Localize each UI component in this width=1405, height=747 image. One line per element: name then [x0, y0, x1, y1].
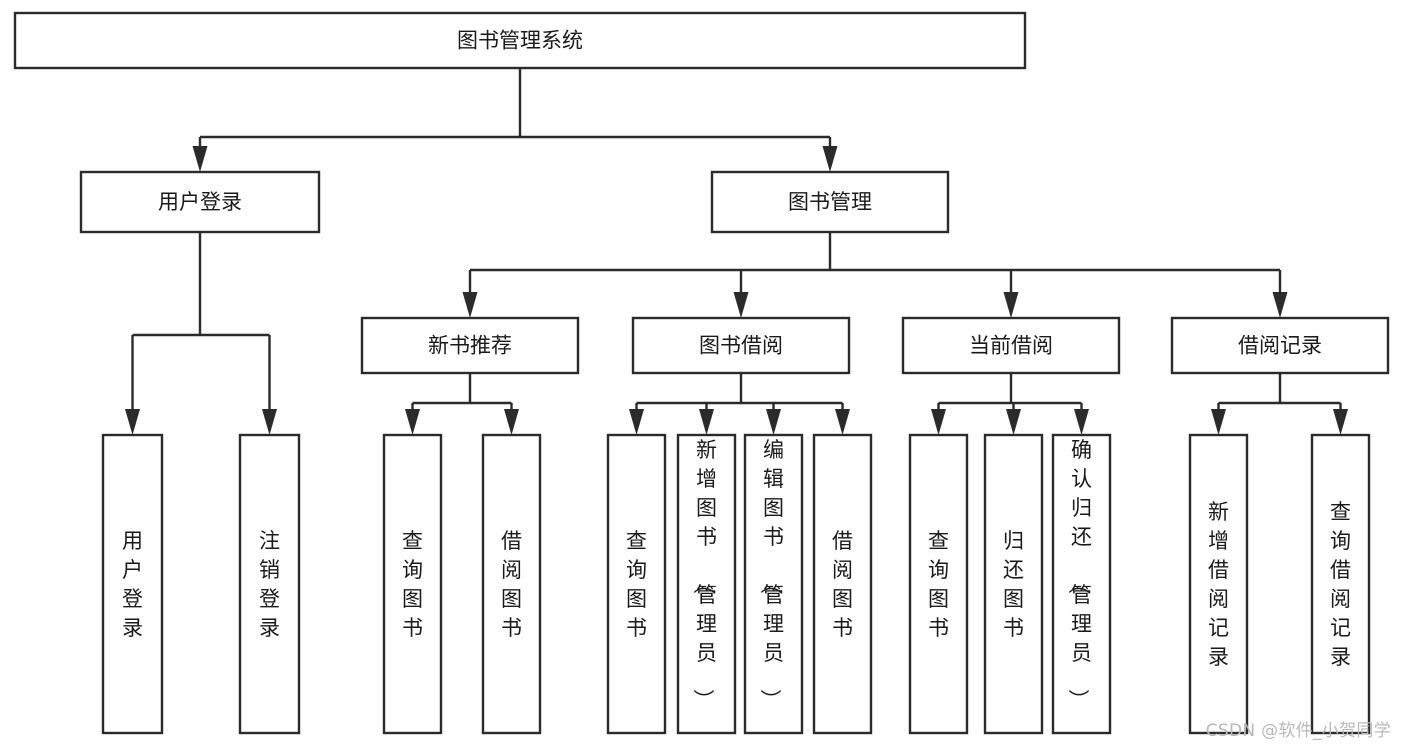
node-layer: 图书管理系统用户登录图书管理新书推荐图书借阅当前借阅借阅记录用户登录注销登录查询…	[13, 11, 1390, 735]
node-box	[901, 316, 1121, 375]
node-leaf-query-book-rec[interactable]: 查询图书	[382, 433, 443, 735]
node-label: 注销登录	[259, 529, 280, 640]
arrow-head-icon	[835, 409, 850, 435]
node-l2-user-login[interactable]: 用户登录	[79, 170, 321, 234]
node-root[interactable]: 图书管理系统	[13, 11, 1027, 70]
node-label: 图书管理	[788, 190, 872, 214]
connector-group-l3_new_book_rec	[405, 373, 519, 435]
node-label: 查询图书	[928, 529, 949, 640]
node-box	[382, 433, 443, 735]
node-label: 借阅记录	[1238, 334, 1322, 358]
node-box	[983, 433, 1044, 735]
arrow-head-icon	[733, 292, 749, 318]
node-label: 新增图书（管理员）	[691, 438, 717, 710]
node-leaf-query-book-cur[interactable]: 查询图书	[908, 433, 969, 735]
arrow-head-icon	[629, 409, 644, 435]
arrow-head-icon	[822, 146, 838, 172]
arrow-head-icon	[405, 409, 420, 435]
node-box	[710, 170, 950, 234]
node-box	[481, 433, 542, 735]
connector-group-l3_book_borrow	[629, 373, 850, 435]
node-label: 新增借阅记录	[1208, 500, 1229, 669]
node-box	[908, 433, 969, 735]
node-leaf-query-record[interactable]: 查询借阅记录	[1310, 433, 1371, 735]
node-label: 确认归还（管理员）	[1066, 438, 1092, 710]
node-l3-new-book-rec[interactable]: 新书推荐	[360, 316, 580, 375]
arrow-head-icon	[1272, 292, 1288, 318]
node-leaf-borrow-book[interactable]: 借阅图书	[812, 433, 873, 735]
node-leaf-add-book[interactable]: 新增图书（管理员）	[676, 433, 737, 735]
connector-group-root	[192, 68, 838, 172]
node-label: 编辑图书（管理员）	[758, 438, 784, 710]
arrow-head-icon	[462, 292, 478, 318]
node-box	[360, 316, 580, 375]
node-box	[743, 433, 804, 735]
node-leaf-borrow-book-rec[interactable]: 借阅图书	[481, 433, 542, 735]
arrow-head-icon	[1006, 409, 1021, 435]
node-label: 用户登录	[158, 190, 242, 214]
node-leaf-edit-book[interactable]: 编辑图书（管理员）	[743, 433, 804, 735]
node-leaf-user-login[interactable]: 用户登录	[101, 433, 164, 735]
node-box	[676, 433, 737, 735]
node-box	[606, 433, 667, 735]
node-l3-borrow-record[interactable]: 借阅记录	[1170, 316, 1390, 375]
arrow-head-icon	[766, 409, 781, 435]
node-l3-current-borrow[interactable]: 当前借阅	[901, 316, 1121, 375]
arrow-head-icon	[699, 409, 714, 435]
node-label: 当前借阅	[969, 334, 1053, 358]
node-box	[79, 170, 321, 234]
node-label: 查询图书	[626, 529, 647, 640]
node-leaf-confirm-return[interactable]: 确认归还（管理员）	[1051, 433, 1112, 735]
arrow-head-icon	[1211, 409, 1226, 435]
csdn-watermark: CSDN @软件_小贺同学	[1205, 721, 1391, 741]
node-box	[1051, 433, 1112, 735]
node-box	[1310, 433, 1371, 735]
node-box	[101, 433, 164, 735]
node-leaf-return-book[interactable]: 归还图书	[983, 433, 1044, 735]
arrow-head-icon	[192, 146, 208, 172]
arrow-head-icon	[1074, 409, 1089, 435]
node-leaf-logout-login[interactable]: 注销登录	[238, 433, 301, 735]
arrow-head-icon	[125, 409, 140, 435]
connector-group-l3_borrow_record	[1211, 373, 1348, 435]
connector-group-l3_current_borrow	[931, 373, 1089, 435]
node-leaf-add-record[interactable]: 新增借阅记录	[1188, 433, 1249, 735]
node-label: 用户登录	[122, 529, 143, 640]
node-label: 查询借阅记录	[1330, 500, 1351, 669]
node-box	[1188, 433, 1249, 735]
arrow-head-icon	[504, 409, 519, 435]
node-label: 图书管理系统	[457, 29, 583, 53]
node-label: 查询图书	[402, 529, 423, 640]
arrow-head-icon	[931, 409, 946, 435]
node-box	[13, 11, 1027, 70]
connector-group-l2_user_login	[125, 232, 277, 435]
arrow-head-icon	[1003, 292, 1019, 318]
node-box	[238, 433, 301, 735]
node-box	[631, 316, 851, 375]
node-label: 归还图书	[1003, 529, 1024, 640]
node-box	[1170, 316, 1390, 375]
node-l3-book-borrow[interactable]: 图书借阅	[631, 316, 851, 375]
node-label: 新书推荐	[428, 334, 512, 358]
edge-layer	[125, 68, 1348, 435]
node-l2-book-manage[interactable]: 图书管理	[710, 170, 950, 234]
node-label: 借阅图书	[832, 529, 853, 640]
connector-group-l2_book_manage	[462, 232, 1288, 318]
arrow-head-icon	[262, 409, 277, 435]
arrow-head-icon	[1333, 409, 1348, 435]
node-leaf-query-book-borrow[interactable]: 查询图书	[606, 433, 667, 735]
node-label: 图书借阅	[699, 334, 783, 358]
node-box	[812, 433, 873, 735]
node-label: 借阅图书	[501, 529, 522, 640]
